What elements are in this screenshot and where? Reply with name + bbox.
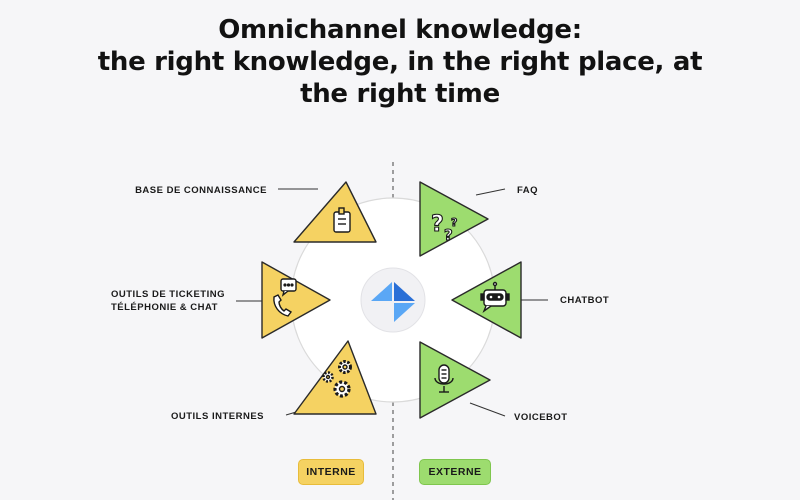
label-base-de-connaissance: BASE DE CONNAISSANCE (135, 185, 267, 196)
svg-text:?: ? (451, 216, 457, 229)
title-line-3: the right time (300, 79, 500, 109)
gears-icon (322, 360, 352, 398)
triangle-voicebot (419, 341, 491, 419)
notebook-icon (333, 207, 351, 233)
page-title: Omnichannel knowledge: the right knowled… (0, 14, 800, 110)
triangle-faq: ? ? ? (419, 181, 489, 257)
triangle-ticketing (261, 261, 331, 339)
triangle-internes (293, 340, 377, 415)
triangle-base (293, 181, 377, 243)
title-line-1: Omnichannel knowledge: (218, 15, 582, 45)
center-circle (360, 267, 426, 333)
svg-text:?: ? (444, 226, 453, 244)
label-ticketing-line-2: TÉLÉPHONIE & CHAT (111, 302, 218, 313)
badge-externe: EXTERNE (419, 459, 491, 485)
triangle-chatbot (451, 261, 522, 339)
label-ticketing-line-1: OUTILS DE TICKETING (111, 289, 225, 300)
brand-logo-icon (371, 282, 415, 322)
label-voicebot: VOICEBOT (514, 412, 568, 423)
robot-icon (480, 281, 510, 313)
phone-chat-icon (273, 278, 297, 317)
question-marks-icon: ? ? ? (430, 211, 457, 244)
label-outils-internes: OUTILS INTERNES (171, 411, 264, 422)
title-line-2: the right knowledge, in the right place,… (97, 47, 703, 77)
connector-faq (475, 188, 506, 196)
badge-interne: INTERNE (298, 459, 364, 485)
connector-voicebot (469, 402, 506, 417)
microphone-icon (434, 364, 454, 393)
label-chatbot: CHATBOT (560, 295, 609, 306)
svg-text:?: ? (431, 212, 444, 237)
label-faq: FAQ (517, 185, 538, 196)
